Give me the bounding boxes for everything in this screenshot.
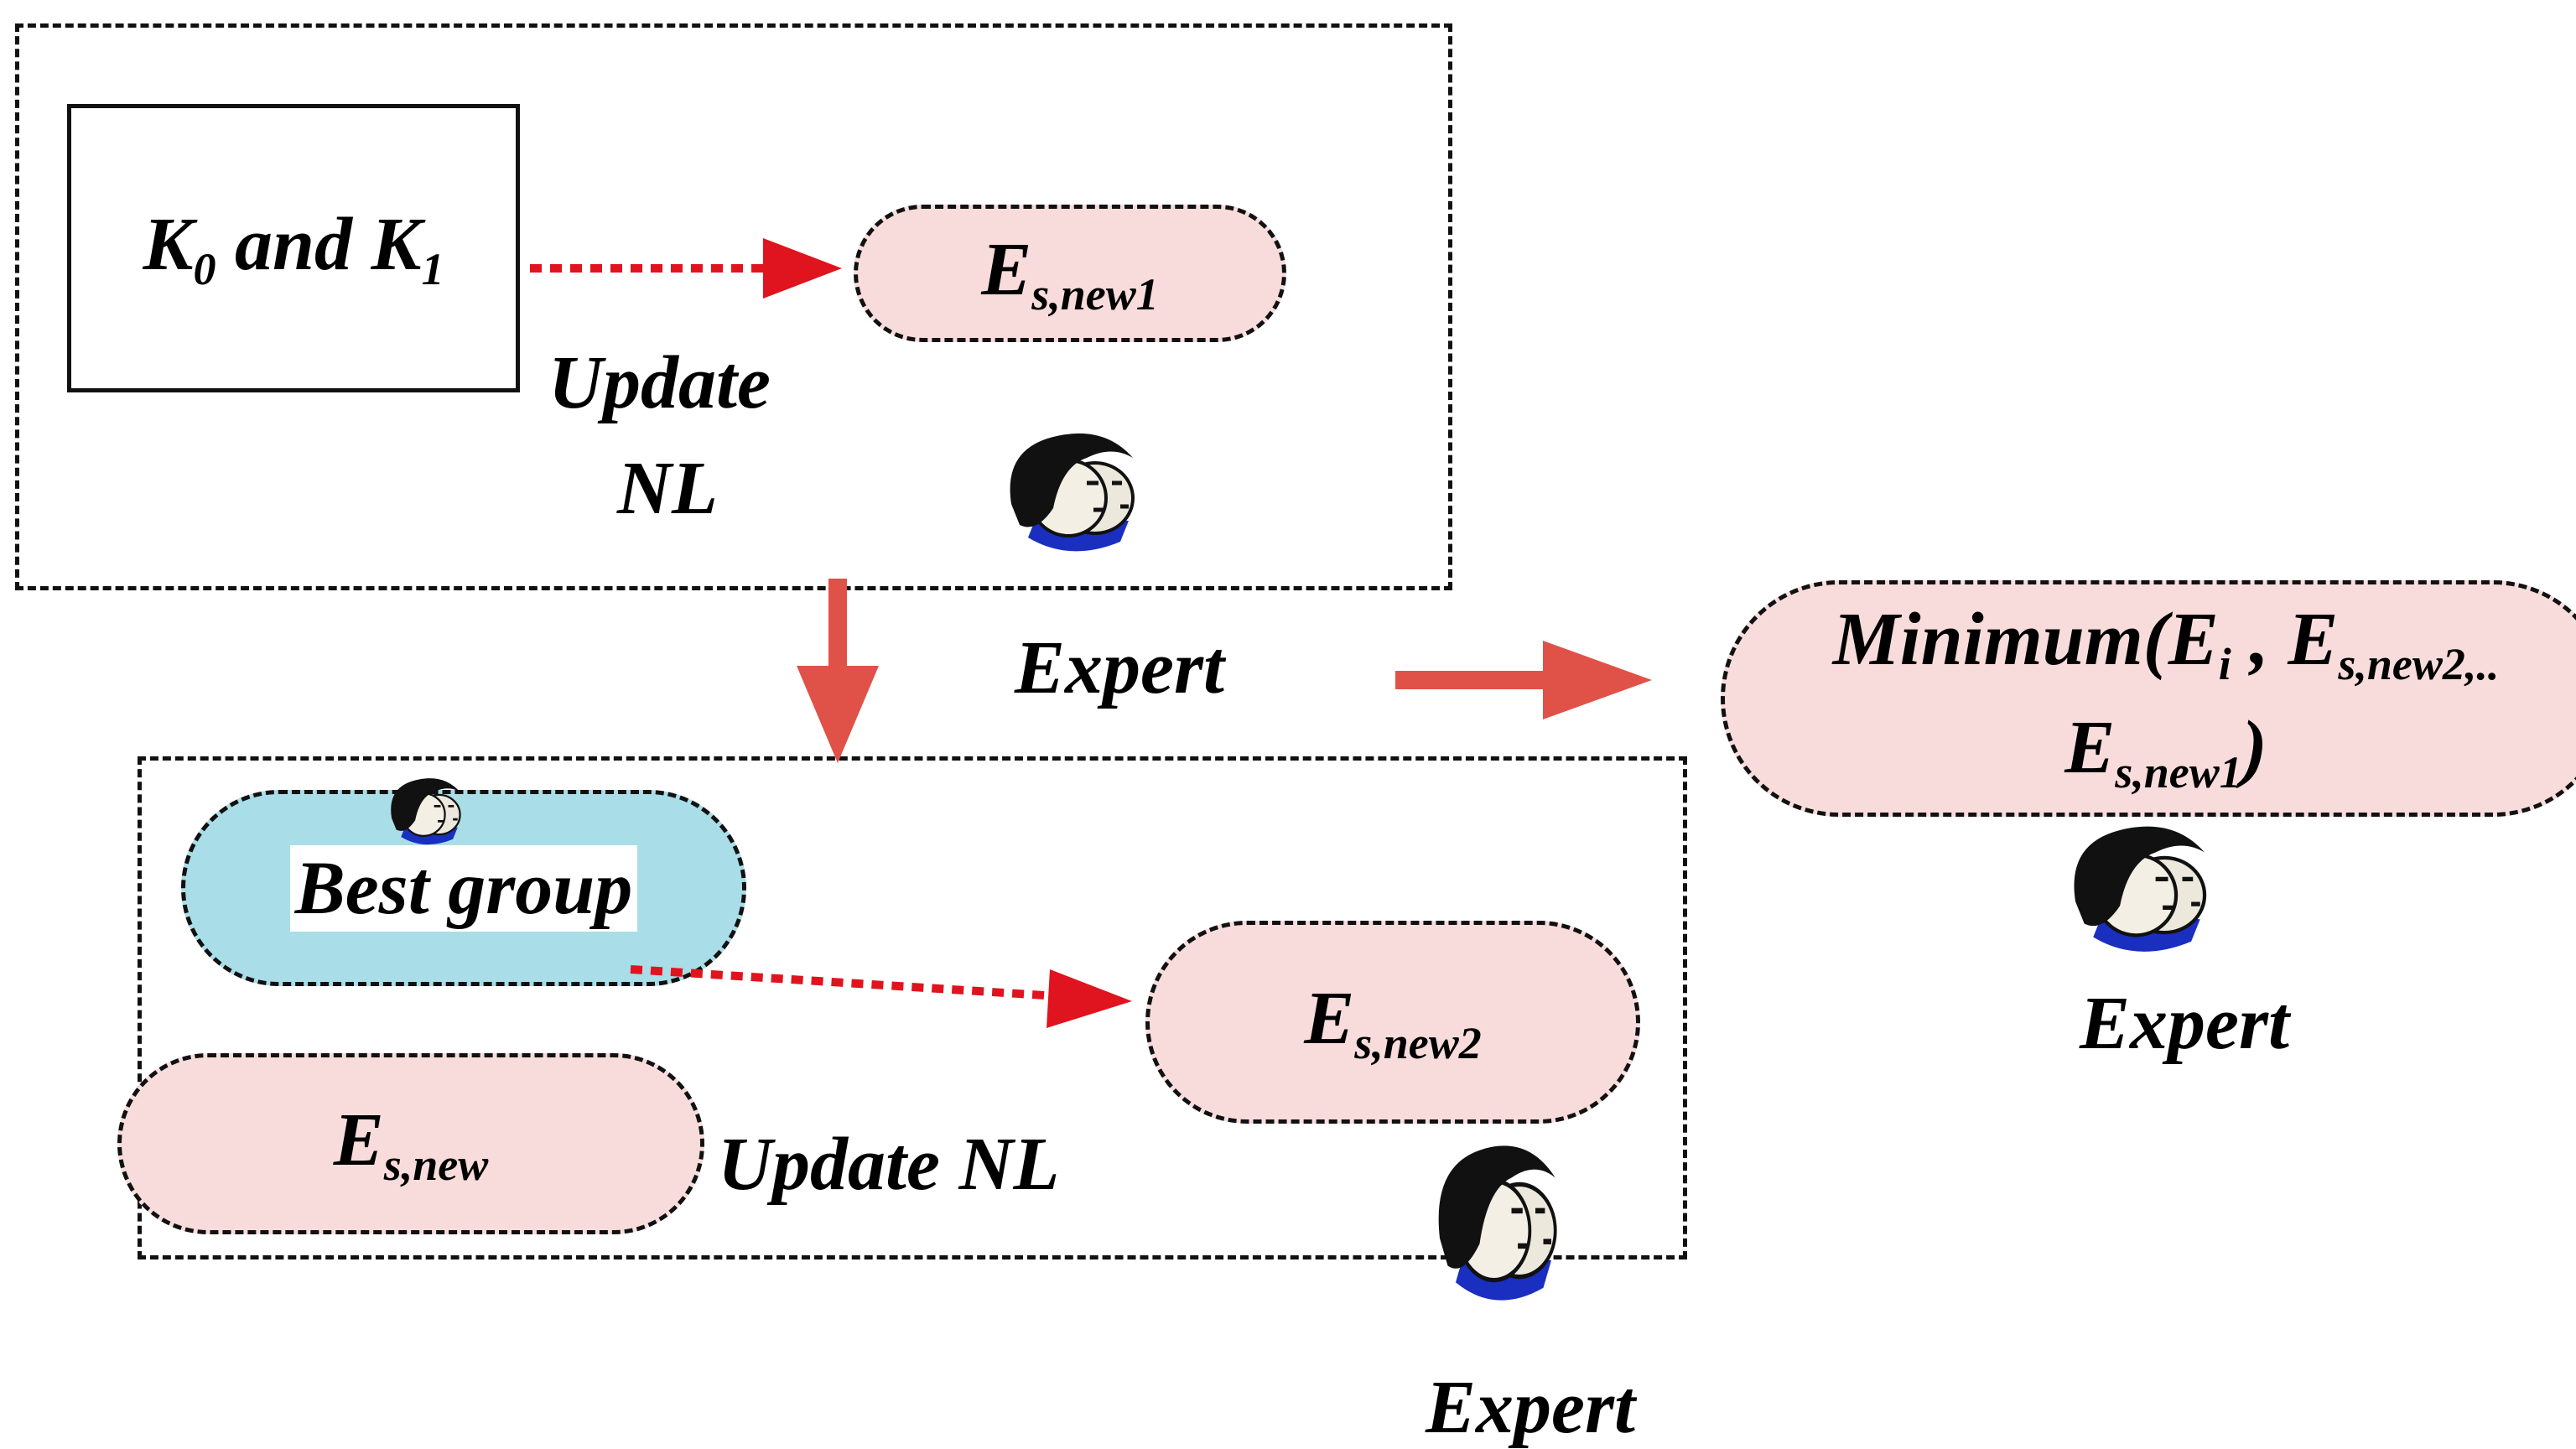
minimum-line2: Es,new1): [2064, 706, 2267, 797]
solid-arrow-down: [797, 579, 879, 763]
minimum-expert-label: Expert: [2080, 982, 2290, 1065]
k0-k1-box: K0 and K1: [67, 104, 520, 392]
bottom-group-frame: [138, 756, 1687, 1259]
best-group-label: Best group: [289, 844, 638, 932]
dotted-arrow-best-group-to-es-new2: [630, 965, 1132, 1028]
solid-arrow-right: [1395, 641, 1652, 719]
expert-face-icon: [1010, 433, 1135, 552]
es-new1-label: Es,new1: [981, 228, 1159, 319]
es-new1-pill: Es,new1: [854, 205, 1286, 342]
bottom-expert-label: Expert: [1426, 1366, 1636, 1449]
minimum-pill: Minimum(Ei , Es,new2,.. Es,new1): [1721, 580, 2576, 817]
top-update-label-line1: Update: [548, 341, 771, 424]
best-group-pill: Best group: [181, 790, 746, 986]
expert-face-icon: [391, 778, 461, 845]
expert-face-icon: [1438, 1145, 1557, 1301]
top-group-frame: [15, 23, 1452, 590]
top-expert-label: Expert: [1015, 626, 1225, 709]
k0-and-k1-label: K0 and K1: [143, 203, 444, 294]
dotted-arrow-k-to-es-new1: [530, 238, 842, 299]
minimum-line1: Minimum(Ei , Es,new2,..: [1832, 598, 2500, 690]
es-new-label: Es,new: [333, 1098, 489, 1190]
top-update-label-line2: NL: [617, 447, 718, 530]
bottom-update-label: Update NL: [718, 1123, 1060, 1206]
es-new-pill: Es,new: [117, 1053, 704, 1234]
es-new2-pill: Es,new2: [1145, 921, 1640, 1124]
es-new2-label: Es,new2: [1304, 977, 1482, 1068]
expert-face-icon: [2074, 826, 2207, 952]
